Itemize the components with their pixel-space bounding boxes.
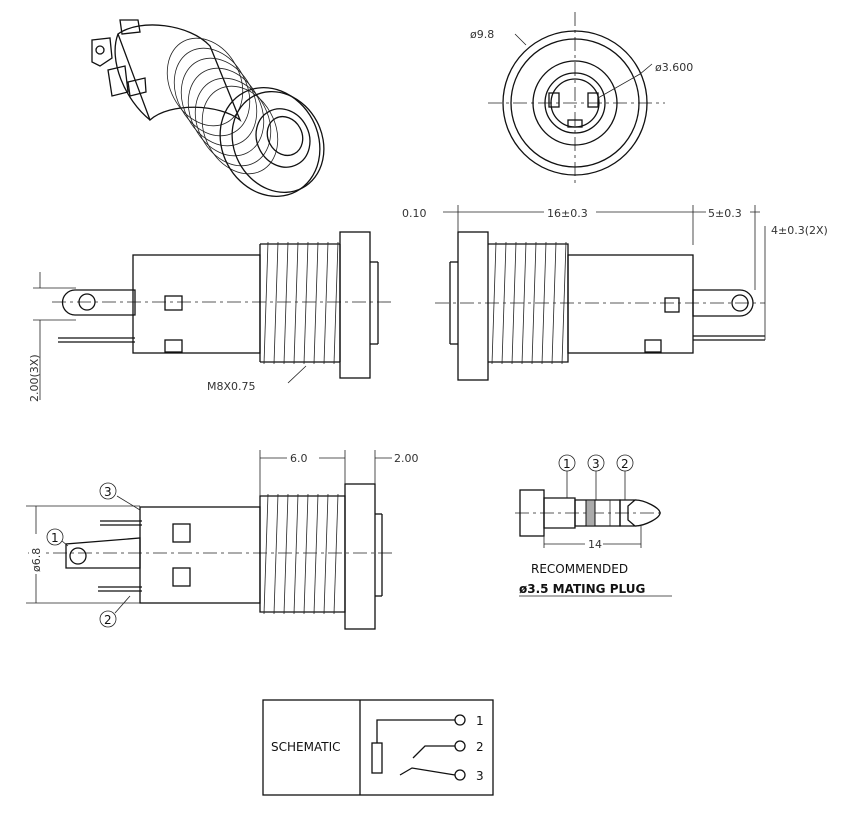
schematic-label: SCHEMATIC bbox=[271, 740, 340, 754]
plug-pin3-callout: 3 bbox=[592, 457, 600, 471]
outer-diameter-label: ø9.8 bbox=[470, 28, 494, 41]
isometric-view bbox=[91, 19, 325, 197]
front-view: ø9.8 ø3.600 bbox=[470, 12, 693, 183]
plug-pin2-callout: 2 bbox=[621, 457, 629, 471]
schematic-box: SCHEMATIC 1 2 3 bbox=[262, 699, 494, 796]
plug-length-label: 14 bbox=[588, 538, 602, 551]
body-length-label: 16±0.3 bbox=[547, 207, 588, 220]
bottom-pin1-callout: 1 bbox=[51, 531, 59, 545]
bottom-pin2-callout: 2 bbox=[104, 613, 112, 627]
schematic-terminal-3: 3 bbox=[476, 769, 484, 783]
thread-length-label: 6.0 bbox=[290, 452, 308, 465]
center-hole-label: ø3.600 bbox=[655, 61, 693, 74]
schematic-terminal-2: 2 bbox=[476, 740, 484, 754]
plug-caption-line2: ø3.5 MATING PLUG bbox=[519, 582, 645, 596]
side-view-left: 2.00(3X) M8X0.75 bbox=[28, 231, 395, 402]
side-view-right: 0.10 16±0.3 5±0.3 4±0.3(2X) bbox=[402, 205, 828, 381]
side-view-bottom: 6.0 2.00 ø6.8 3 1 2 bbox=[26, 450, 419, 630]
plug-pin1-callout: 1 bbox=[563, 457, 571, 471]
flange-thickness-label: 0.10 bbox=[402, 207, 427, 220]
pin-length-label: 5±0.3 bbox=[708, 207, 742, 220]
bottom-pin3-callout: 3 bbox=[104, 485, 112, 499]
plug-caption-line1: RECOMMENDED bbox=[531, 562, 628, 576]
pin-spacing-label: 2.00(3X) bbox=[28, 354, 41, 402]
body-diameter-label: ø6.8 bbox=[30, 548, 43, 572]
flange-width-label: 2.00 bbox=[394, 452, 419, 465]
thread-label: M8X0.75 bbox=[207, 380, 256, 393]
schematic-terminal-1: 1 bbox=[476, 714, 484, 728]
mating-plug: 1 3 2 14 RECOMMENDED ø3.5 MATING PLUG bbox=[515, 454, 672, 597]
pin-height-label: 4±0.3(2X) bbox=[771, 224, 828, 237]
